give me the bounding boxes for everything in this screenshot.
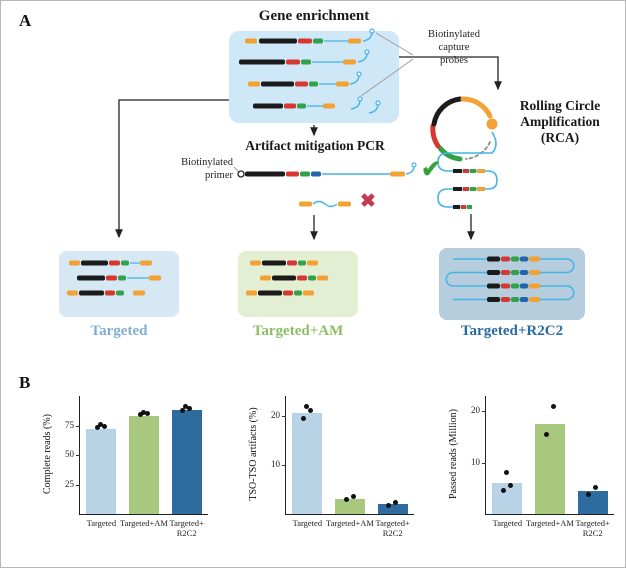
data-point bbox=[350, 493, 356, 499]
data-point bbox=[343, 496, 349, 502]
x-tick-label: Targeted+ R2C2 bbox=[375, 518, 410, 538]
capture-probes-label: Biotinylated capture probes bbox=[428, 29, 480, 67]
data-point bbox=[94, 425, 100, 431]
y-tick-label: 10 bbox=[471, 456, 480, 467]
targeted-box bbox=[59, 251, 179, 317]
y-tick-mark bbox=[76, 484, 80, 486]
y-tick-label: 20 bbox=[271, 409, 280, 420]
y-tick-mark bbox=[482, 462, 486, 464]
capture-probe-pointers bbox=[360, 32, 414, 97]
x-tick-label: Targeted+AM bbox=[326, 518, 374, 528]
y-axis-label: TSO-TSO artifacts (%) bbox=[248, 407, 259, 501]
pooled-reads bbox=[239, 28, 381, 114]
bar bbox=[577, 490, 608, 514]
x-tick-label: Targeted bbox=[492, 518, 523, 528]
rca-circle bbox=[430, 96, 498, 162]
y-tick-label: 25 bbox=[65, 478, 74, 489]
x-tick-label: Targeted+AM bbox=[526, 518, 574, 528]
data-point bbox=[300, 415, 306, 421]
data-point bbox=[543, 431, 549, 437]
data-point bbox=[180, 407, 186, 413]
bar bbox=[492, 483, 523, 514]
data-point bbox=[140, 410, 146, 416]
check-icon: ✔ bbox=[421, 157, 442, 183]
bar bbox=[171, 410, 202, 514]
targeted-label: Targeted bbox=[90, 323, 148, 339]
bar bbox=[129, 416, 159, 514]
gene-enrichment-title: Gene enrichment bbox=[258, 8, 370, 24]
rca-product bbox=[437, 131, 498, 209]
data-point bbox=[586, 492, 592, 497]
flow-arrows bbox=[115, 56, 502, 241]
data-point bbox=[97, 422, 103, 428]
y-tick-label: 50 bbox=[65, 449, 74, 459]
y-tick-label: 75 bbox=[65, 419, 74, 430]
panel-a-diagram bbox=[59, 28, 585, 320]
bar bbox=[535, 424, 565, 514]
rca-title: Rolling Circle Amplification (RCA) bbox=[519, 98, 601, 146]
targeted-am-box bbox=[238, 251, 358, 317]
y-tick-mark bbox=[76, 425, 80, 427]
y-tick-mark bbox=[482, 411, 486, 413]
x-tick-label: Targeted bbox=[86, 518, 117, 528]
data-point bbox=[101, 423, 107, 429]
data-point bbox=[507, 483, 513, 489]
targeted-am-label: Targeted+AM bbox=[252, 323, 344, 339]
y-tick-label: 10 bbox=[271, 458, 280, 469]
targeted-strands bbox=[67, 260, 161, 296]
data-point bbox=[303, 404, 309, 410]
artifact-pcr-title: Artifact mitigation PCR bbox=[245, 138, 385, 153]
y-tick-mark bbox=[282, 415, 286, 417]
targeted-am-strands bbox=[246, 260, 328, 296]
targeted-r2c2-label: Targeted+R2C2 bbox=[460, 323, 564, 339]
gene-pool-box bbox=[229, 31, 399, 123]
data-point bbox=[550, 403, 556, 409]
y-tick-mark bbox=[76, 455, 80, 456]
bar bbox=[335, 499, 365, 514]
artifact-pcr-strands bbox=[233, 162, 417, 208]
data-point bbox=[137, 412, 143, 418]
x-tick-label: Targeted bbox=[292, 518, 323, 528]
data-point bbox=[307, 408, 313, 414]
bar bbox=[377, 504, 408, 514]
data-point bbox=[500, 488, 506, 494]
data-point bbox=[393, 499, 399, 505]
panel-b-label: B bbox=[19, 373, 31, 392]
x-tick-label: Targeted+ R2C2 bbox=[575, 518, 610, 538]
data-point bbox=[187, 405, 193, 411]
y-tick-label: 20 bbox=[471, 405, 480, 416]
x-tick-label: Targeted+AM bbox=[120, 518, 168, 528]
data-point bbox=[503, 470, 509, 476]
bar bbox=[292, 413, 323, 514]
cross-icon: ✖ bbox=[360, 191, 376, 212]
data-point bbox=[386, 502, 392, 508]
data-point bbox=[144, 411, 150, 417]
x-tick-label: Targeted+ R2C2 bbox=[169, 518, 204, 538]
targeted-r2c2-strands bbox=[445, 256, 575, 302]
data-point bbox=[183, 404, 189, 410]
y-tick-mark bbox=[282, 464, 286, 466]
panel-a-label: A bbox=[19, 11, 32, 30]
biotin-primer-label: Biotinylated primer bbox=[181, 157, 233, 182]
data-point bbox=[593, 484, 599, 490]
bar bbox=[86, 429, 117, 514]
